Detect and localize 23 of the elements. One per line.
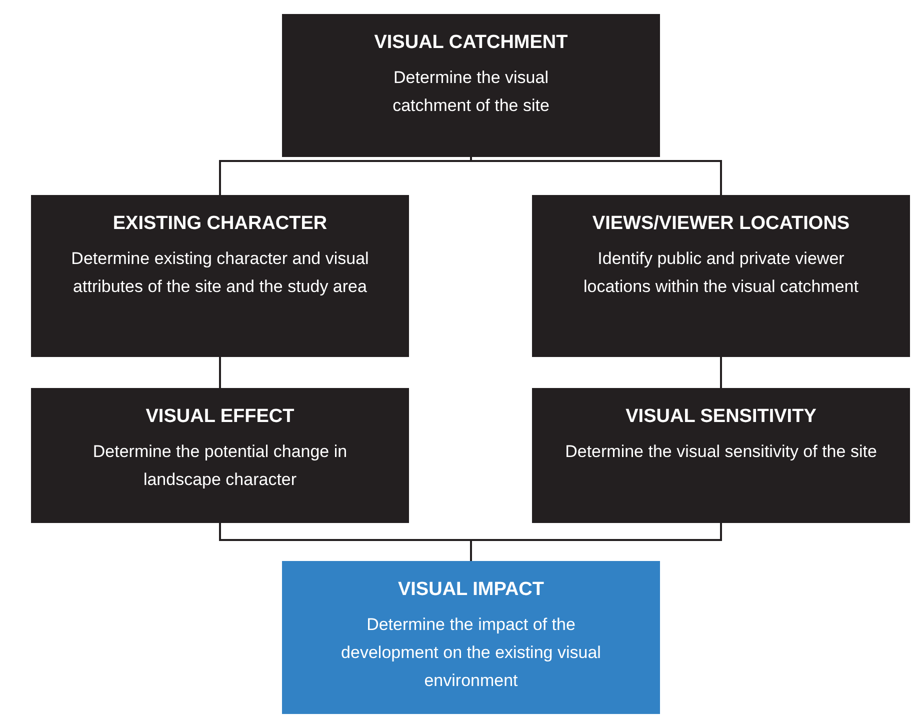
box-description: Determine the impact of the development on the existing visual environment [340,614,602,692]
box-heading: EXISTING CHARACTER [112,213,328,235]
box-heading: VIEWS/VIEWER LOCATIONS [591,213,851,235]
box-heading: VISUAL EFFECT [144,406,296,428]
process-box [282,14,660,157]
connector-line [720,357,722,388]
process-box [31,195,409,357]
box-description: Determine existing character and visual attributes of the site and the study area [70,248,370,298]
box-description: Determine the visual sensitivity of the site [564,441,878,463]
process-box [532,388,910,523]
process-box [532,195,910,357]
box-heading: VISUAL CATCHMENT [373,32,569,54]
box-description: Identify public and private viewer locations within the visual catchment [582,248,860,298]
box-heading: VISUAL SENSITIVITY [624,406,818,428]
connector-line [470,523,722,561]
connector-line [470,157,722,195]
connector-line [219,357,221,388]
box-description: Determine the visual catchment of the site [392,67,550,117]
connector-line [219,157,472,195]
result-box [282,561,660,714]
box-description: Determine the potential change in landscape character [92,441,348,491]
box-heading: VISUAL IMPACT [396,579,546,601]
process-box [31,388,409,523]
